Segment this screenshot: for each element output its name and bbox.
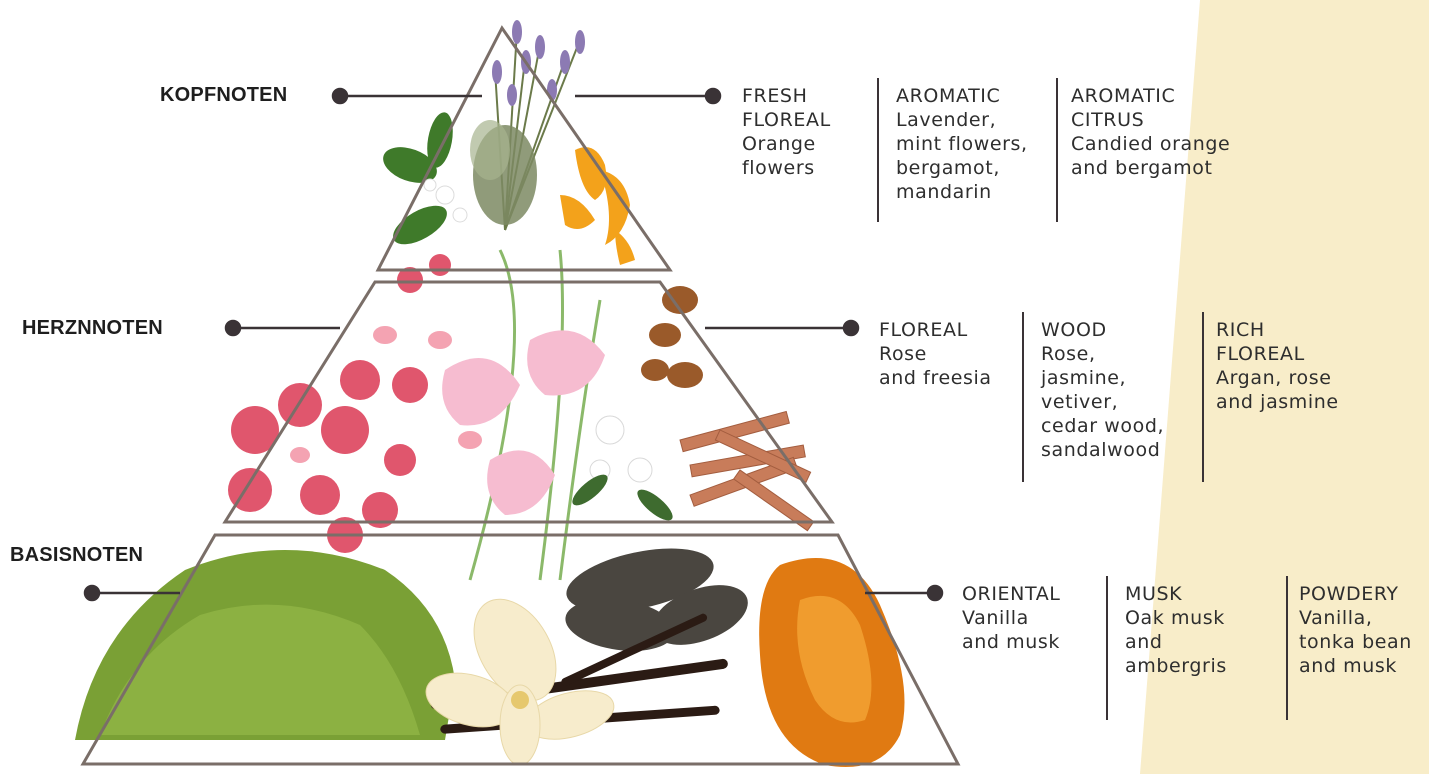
note-body-line: Rose [879, 342, 992, 366]
note-column-aromatic-citrus: AROMATIC CITRUS Candied orange and berga… [1071, 84, 1230, 180]
note-heading-line: FLOREAL [879, 318, 992, 342]
note-heading-line: ORIENTAL [962, 582, 1061, 606]
note-body-line: vetiver, [1041, 390, 1164, 414]
note-heading-line: AROMATIC [1071, 84, 1230, 108]
top-tier-botanicals-illustration [378, 20, 635, 265]
note-column-fresh-floreal: FRESH FLOREAL Orange flowers [742, 84, 831, 180]
note-heading-line: CITRUS [1071, 108, 1230, 132]
note-body-line: Vanilla, [1299, 606, 1412, 630]
note-body-line: cedar wood, [1041, 414, 1164, 438]
note-heading-line: MUSK [1125, 582, 1227, 606]
note-body-line: Oak musk [1125, 606, 1227, 630]
note-body-line: and musk [1299, 654, 1412, 678]
note-body-line: mandarin [896, 180, 1028, 204]
note-body-line: and jasmine [1216, 390, 1339, 414]
note-body-line: flowers [742, 156, 831, 180]
note-body-line: and bergamot [1071, 156, 1230, 180]
note-heading-line: FLOREAL [1216, 342, 1339, 366]
note-heading-line: RICH [1216, 318, 1339, 342]
note-body-line: Orange [742, 132, 831, 156]
note-column-aromatic: AROMATIC Lavender, mint flowers, bergamo… [896, 84, 1028, 204]
note-body-line: tonka bean [1299, 630, 1412, 654]
note-body-line: and [1125, 630, 1227, 654]
note-body-line: Lavender, [896, 108, 1028, 132]
level-label-middle: HERZNNOTEN [22, 317, 163, 340]
note-column-wood: WOOD Rose, jasmine, vetiver, cedar wood,… [1041, 318, 1164, 462]
note-body-line: and freesia [879, 366, 992, 390]
note-column-floreal: FLOREAL Rose and freesia [879, 318, 992, 390]
note-column-powdery: POWDERY Vanilla, tonka bean and musk [1299, 582, 1412, 678]
note-body-line: bergamot, [896, 156, 1028, 180]
level-label-top: KOPFNOTEN [160, 84, 287, 107]
middle-tier-botanicals-illustration [228, 250, 814, 580]
note-body-line: and musk [962, 630, 1061, 654]
note-heading-line: POWDERY [1299, 582, 1412, 606]
note-body-line: sandalwood [1041, 438, 1164, 462]
note-heading-line: FLOREAL [742, 108, 831, 132]
note-column-rich-floreal: RICH FLOREAL Argan, rose and jasmine [1216, 318, 1339, 414]
note-body-line: Argan, rose [1216, 366, 1339, 390]
bottom-tier-botanicals-illustration [75, 537, 905, 767]
note-column-oriental: ORIENTAL Vanilla and musk [962, 582, 1061, 654]
note-body-line: jasmine, [1041, 366, 1164, 390]
note-body-line: Rose, [1041, 342, 1164, 366]
level-label-base: BASISNOTEN [10, 544, 143, 567]
note-heading-line: FRESH [742, 84, 831, 108]
note-body-line: Candied orange [1071, 132, 1230, 156]
note-heading-line: WOOD [1041, 318, 1164, 342]
note-heading-line: AROMATIC [896, 84, 1028, 108]
note-column-musk: MUSK Oak musk and ambergris [1125, 582, 1227, 678]
note-body-line: Vanilla [962, 606, 1061, 630]
note-body-line: mint flowers, [896, 132, 1028, 156]
note-body-line: ambergris [1125, 654, 1227, 678]
